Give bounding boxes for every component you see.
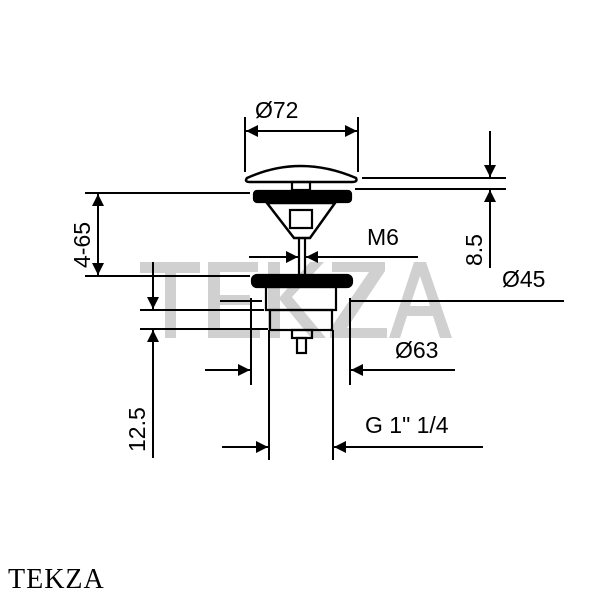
dim-adjust-range: 4-65 xyxy=(69,222,95,268)
dim-cap-height: 8.5 xyxy=(461,234,487,266)
dim-flange-diameter: Ø63 xyxy=(395,337,438,363)
dim-thread: G 1" 1/4 xyxy=(365,412,449,438)
dim-body-diameter: Ø45 xyxy=(502,266,545,292)
dimension-lines xyxy=(85,117,564,460)
dim-thread-rod: M6 xyxy=(367,224,399,250)
dim-depth: 12.5 xyxy=(124,407,150,452)
brand-logo: TEKZA xyxy=(8,564,105,595)
part-outline xyxy=(244,164,358,355)
dim-cap-diameter: Ø72 xyxy=(255,97,298,123)
